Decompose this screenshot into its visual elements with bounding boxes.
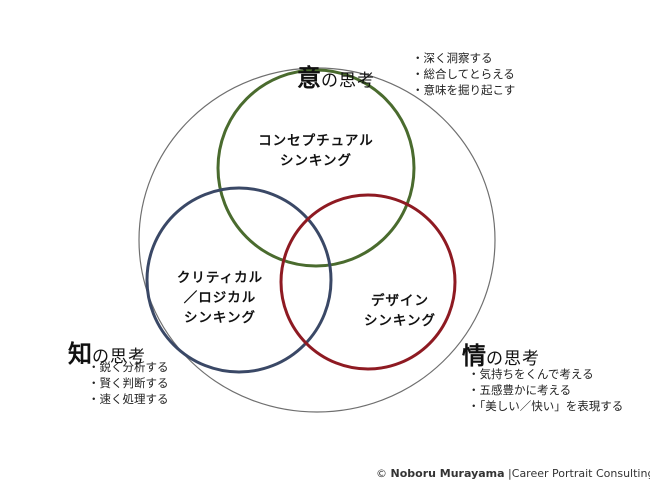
bullet-item: ・五感豊かに考える [468,383,572,397]
copyright-separator: | [508,467,512,480]
label-line: デザイン [371,293,429,309]
bullet-item: ・鋭く分析する [88,360,169,374]
design-thinking-circle [279,193,457,371]
heading-emotion-thinking: 情の思考 [462,336,540,371]
critical-logical-thinking-label: クリティカル ／ロジカル シンキング [165,268,275,328]
copyright-org: Career Portrait Consulting [511,467,650,480]
heading-kanji: 情 [462,342,486,370]
critical-thinking-circle [145,186,333,374]
heading-kanji: 意 [297,64,321,92]
bullet-item: ・賢く判断する [88,376,169,390]
bullet-item: ・総合してとらえる [412,67,515,81]
outer-ellipse [138,67,496,413]
heading-knowledge-thinking: 知の思考 [68,334,146,369]
bullets-emotion-thinking: ・気持ちをくんで考える ・五感豊かに考える ・「美しい／快い」を表現する [468,366,623,414]
bullet-item: ・気持ちをくんで考える [468,367,594,381]
heading-suffix: の思考 [321,71,375,91]
copyright-notice: © Noboru Murayama |Career Portrait Consu… [376,467,650,480]
heading-suffix: の思考 [486,349,540,369]
bullet-item: ・意味を掘り起こす [412,83,516,97]
copyright-symbol: © [376,467,387,480]
heading-will-thinking: 意の思考 [297,58,375,93]
label-line: シンキング [279,153,353,169]
heading-kanji: 知 [68,340,92,368]
label-line: コンセプチュアル [258,133,374,149]
bullets-knowledge-thinking: ・鋭く分析する ・賢く判断する ・速く処理する [88,359,169,407]
label-line: シンキング [183,310,257,326]
label-line: ／ロジカル [183,290,257,306]
copyright-author: Noboru Murayama [390,467,505,480]
bullet-item: ・「美しい／快い」を表現する [468,399,624,413]
bullet-item: ・深く洞察する [412,51,493,65]
conceptual-thinking-circle [216,68,416,268]
heading-suffix: の思考 [92,347,146,367]
label-line: クリティカル [176,270,264,286]
bullet-item: ・速く処理する [88,392,169,406]
bullets-will-thinking: ・深く洞察する ・総合してとらえる ・意味を掘り起こす [412,50,515,98]
label-line: シンキング [363,313,437,329]
conceptual-thinking-label: コンセプチュアル シンキング [236,131,396,171]
design-thinking-label: デザイン シンキング [350,291,450,331]
